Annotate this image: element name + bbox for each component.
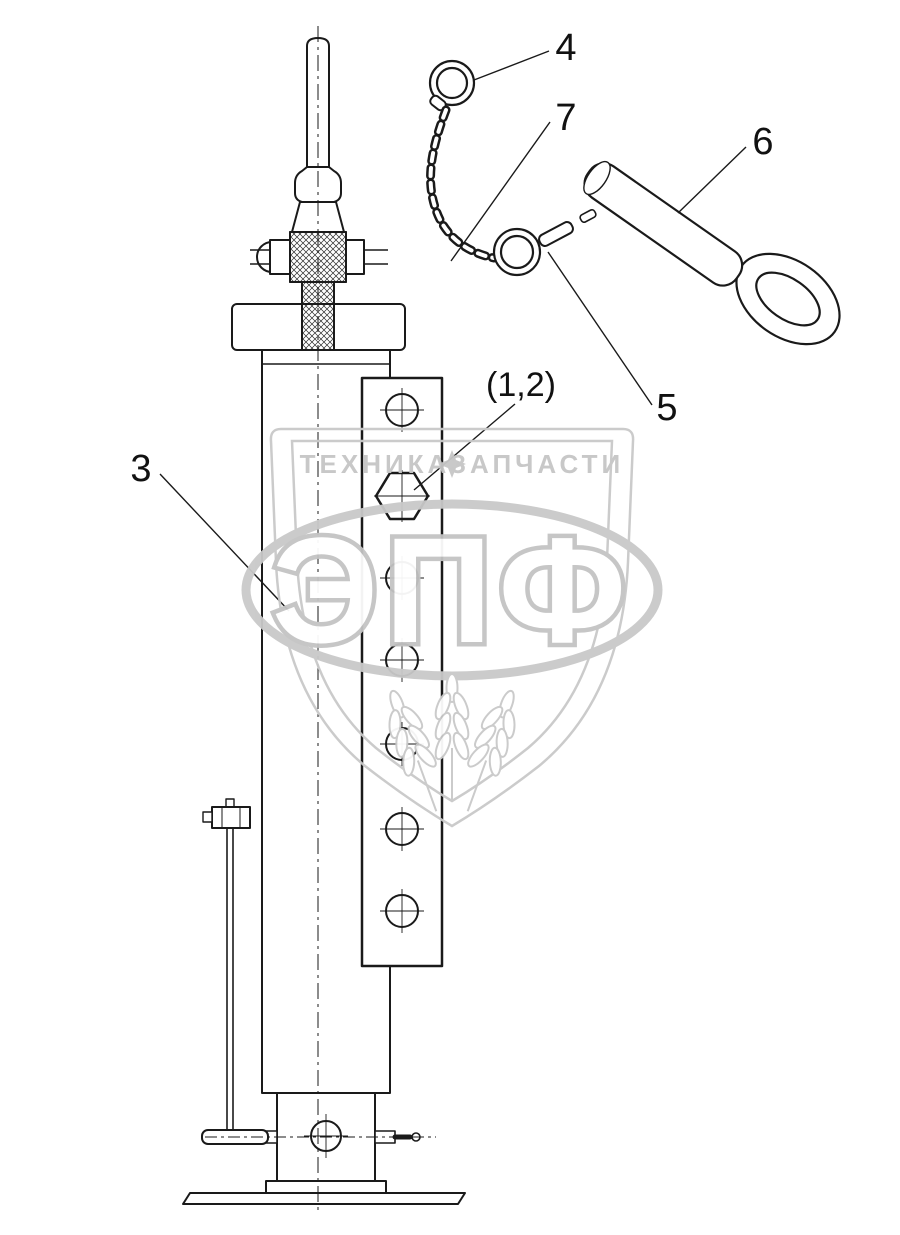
callout-labels: 4 7 6 5 3 (1,2) (130, 27, 773, 490)
callout-7-label: 7 (555, 97, 576, 139)
leader-lines (159, 50, 747, 612)
watermark-right-text: ЗАПЧАСТИ (450, 449, 625, 479)
foot-plate (182, 1192, 466, 1205)
callout-3-leader (159, 473, 290, 612)
callout-6-leader (677, 146, 747, 214)
chain (426, 105, 499, 263)
callout-4-label: 4 (555, 27, 576, 69)
watermark-left-text: ТЕХНИКА (300, 449, 451, 479)
watermark-logo-text: ЭПФ (272, 506, 633, 674)
callout-12-leader (413, 403, 516, 491)
callout-5-label: 5 (656, 387, 677, 429)
linch-pin (583, 160, 841, 346)
worm-gear (250, 231, 388, 305)
callout-4-leader (473, 50, 550, 81)
callout-12-label: (1,2) (486, 366, 556, 404)
watermark: ТЕХНИКА ЗАПЧАСТИ ЭПФ (241, 427, 663, 828)
retaining-ring (428, 59, 476, 112)
crank-shaft (291, 37, 345, 233)
clip-ring (492, 208, 597, 277)
star-icon (438, 450, 466, 478)
callout-5-leader (547, 251, 653, 406)
callout-6-label: 6 (752, 121, 773, 163)
callout-3-label: 3 (130, 448, 151, 490)
callout-7-leader (450, 121, 551, 262)
